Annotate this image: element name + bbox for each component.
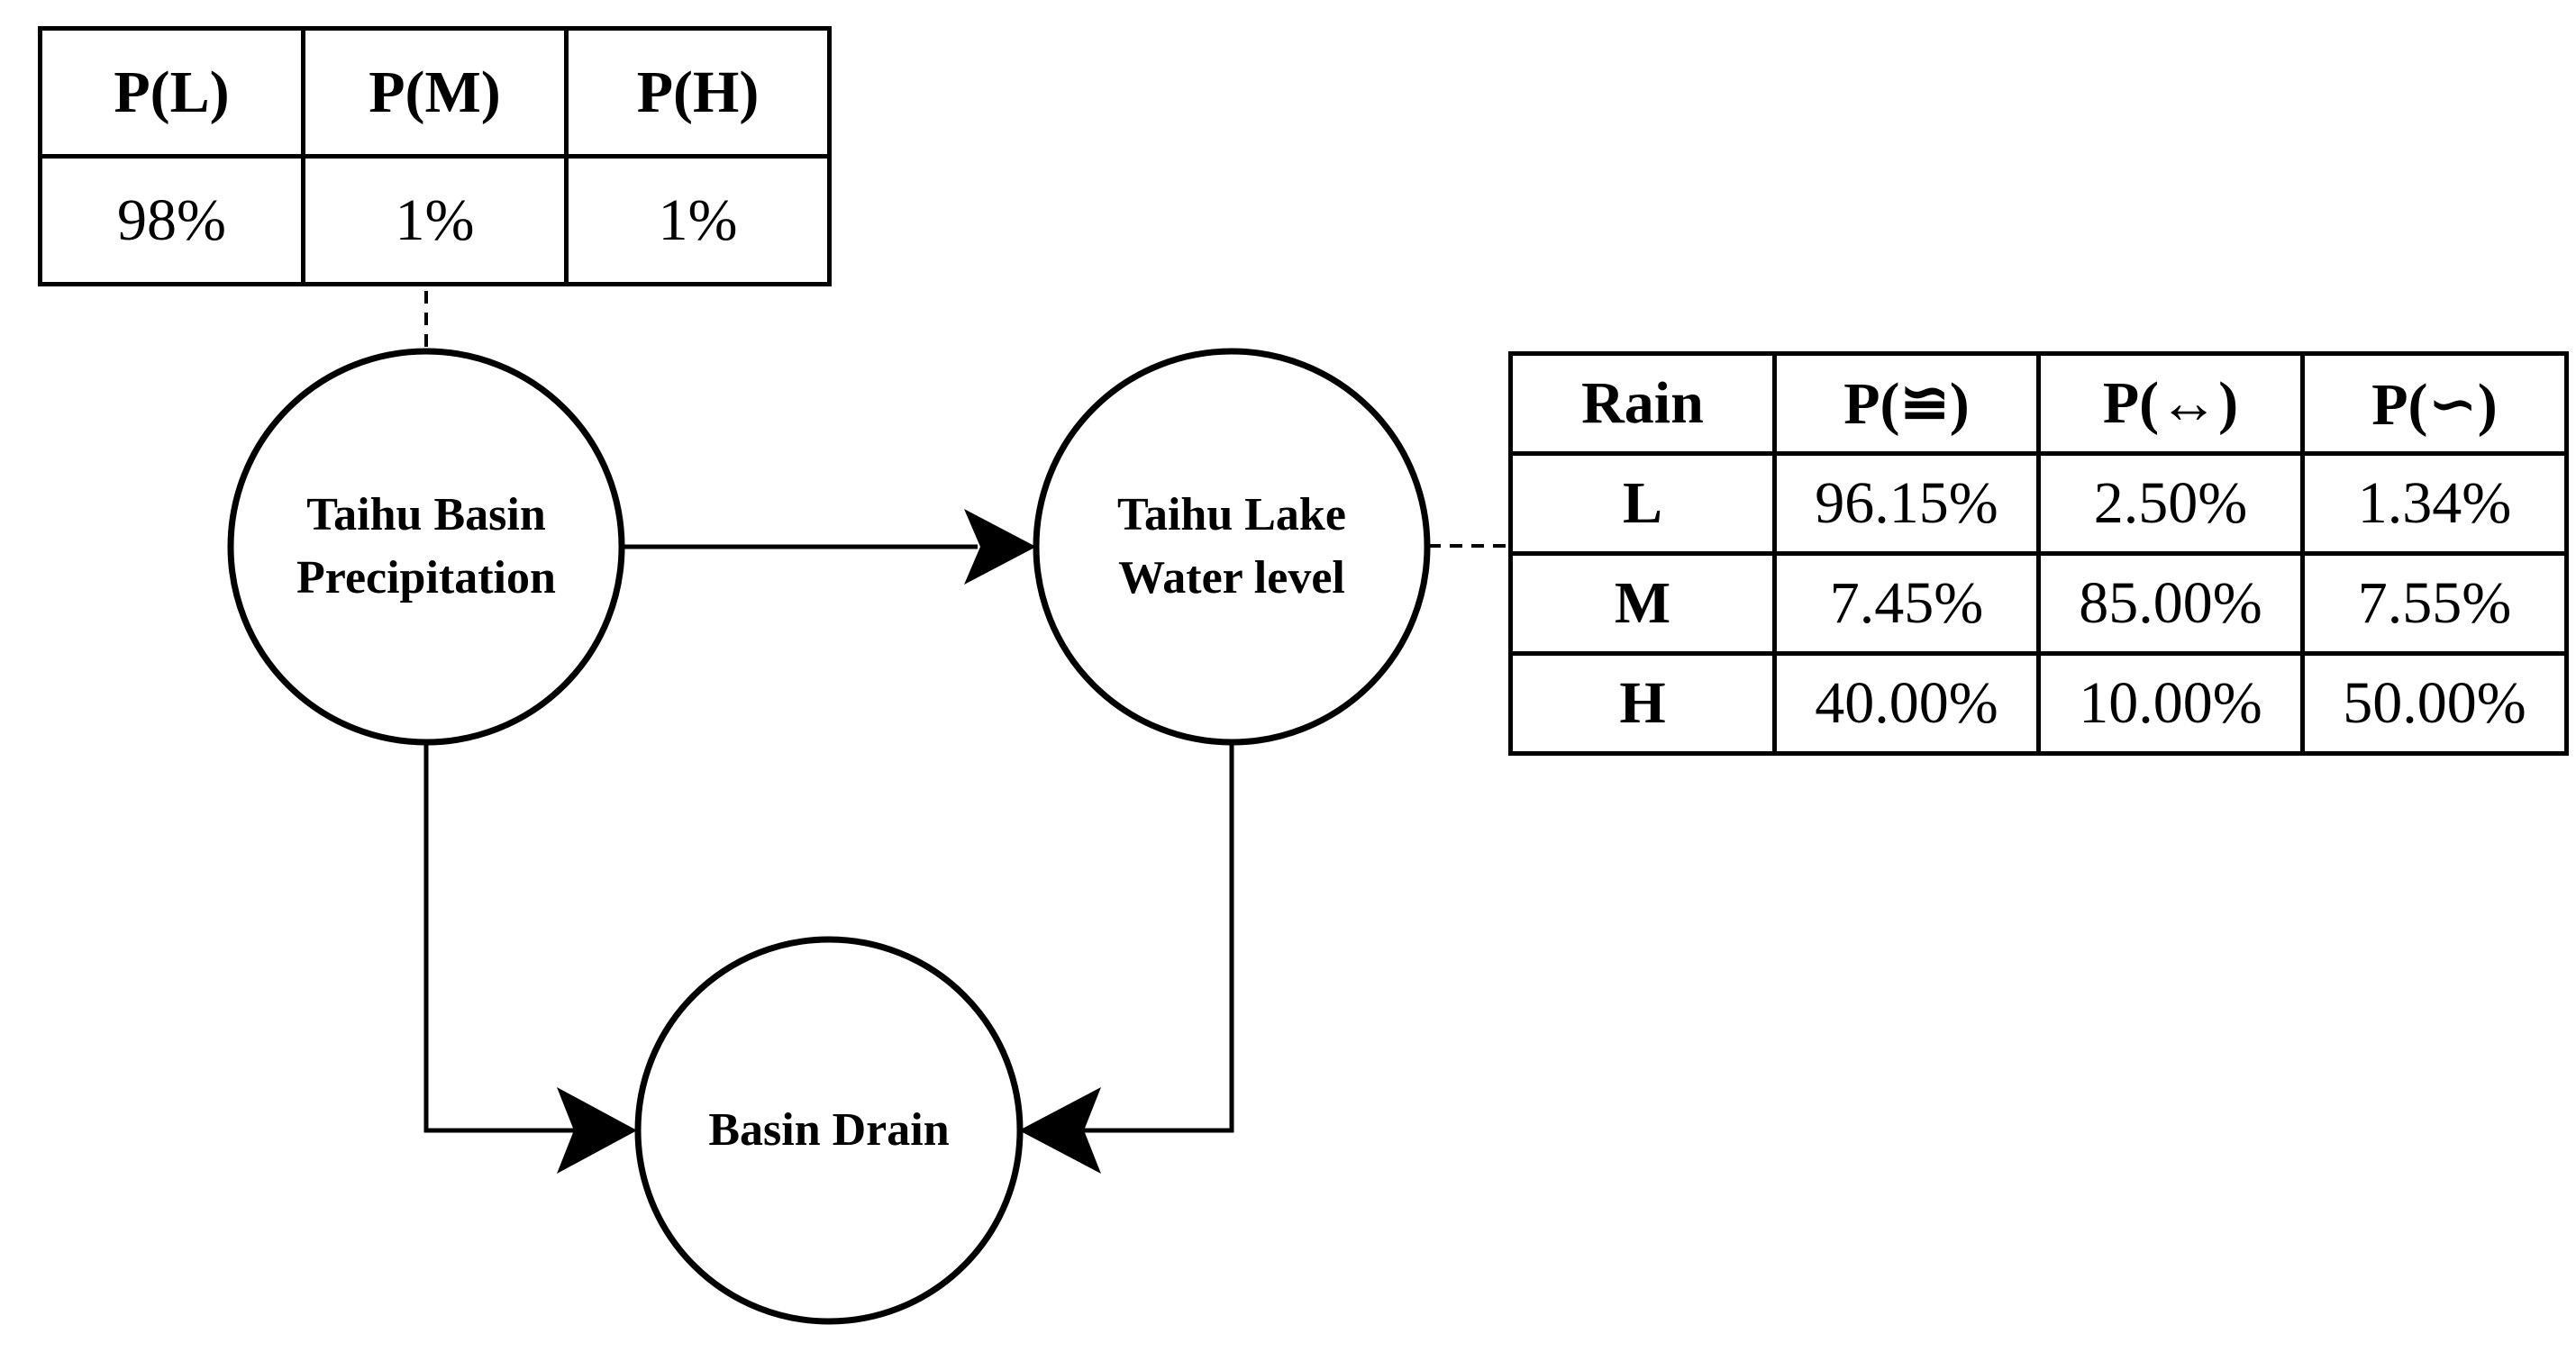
edge-precipitation-to-drain <box>423 743 581 1133</box>
value-cell: 7.55% <box>2300 551 2569 656</box>
arrowhead-waterlevel <box>964 509 1036 585</box>
node-waterlevel-circle <box>1033 348 1431 746</box>
node-drain-label: Basin Drain <box>708 1104 950 1156</box>
value-cell: 1% <box>301 154 569 286</box>
table-header-row: P(L) P(M) P(H) <box>38 26 832 159</box>
row-label-cell: M <box>1508 551 1777 656</box>
header-cell: P(H) <box>564 26 832 159</box>
table-row: L 96.15% 2.50% 1.34% <box>1508 451 2569 556</box>
value-cell: 85.00% <box>2036 551 2305 656</box>
row-label-cell: H <box>1508 651 1777 756</box>
node-precipitation-label: Taihu Basin Precipitation <box>296 489 556 603</box>
conditional-probability-table: Rain P(≌) P(↔) P(∽) L 96.15% 2.50% 1.34%… <box>1508 351 2569 756</box>
header-cell: P(∽) <box>2300 351 2569 456</box>
value-cell: 98% <box>38 154 305 286</box>
value-cell: 40.00% <box>1772 651 2041 756</box>
value-cell: 96.15% <box>1772 451 2041 556</box>
value-cell: 1.34% <box>2300 451 2569 556</box>
row-label-cell: L <box>1508 451 1777 556</box>
value-cell: 10.00% <box>2036 651 2305 756</box>
table-header-row: Rain P(≌) P(↔) P(∽) <box>1508 351 2569 456</box>
header-cell: P(≌) <box>1772 351 2041 456</box>
arrowhead-drain-right <box>1019 1087 1101 1174</box>
header-cell: P(↔) <box>2036 351 2305 456</box>
prior-probability-table: P(L) P(M) P(H) 98% 1% 1% <box>38 26 832 286</box>
table-row: M 7.45% 85.00% 7.55% <box>1508 551 2569 656</box>
header-cell: P(M) <box>301 26 569 159</box>
value-cell: 7.45% <box>1772 551 2041 656</box>
node-drain-circle <box>634 936 1024 1325</box>
value-cell: 2.50% <box>2036 451 2305 556</box>
header-cell: P(L) <box>38 26 305 159</box>
node-precipitation-circle <box>227 348 625 746</box>
node-waterlevel-label: Taihu Lake Water level <box>1117 489 1346 603</box>
table-row: 98% 1% 1% <box>38 154 832 286</box>
value-cell: 50.00% <box>2300 651 2569 756</box>
value-cell: 1% <box>564 154 832 286</box>
arrowhead-drain-left <box>557 1087 637 1174</box>
header-cell: Rain <box>1508 351 1777 456</box>
edge-waterlevel-to-drain <box>1077 743 1234 1133</box>
table-row: H 40.00% 10.00% 50.00% <box>1508 651 2569 756</box>
